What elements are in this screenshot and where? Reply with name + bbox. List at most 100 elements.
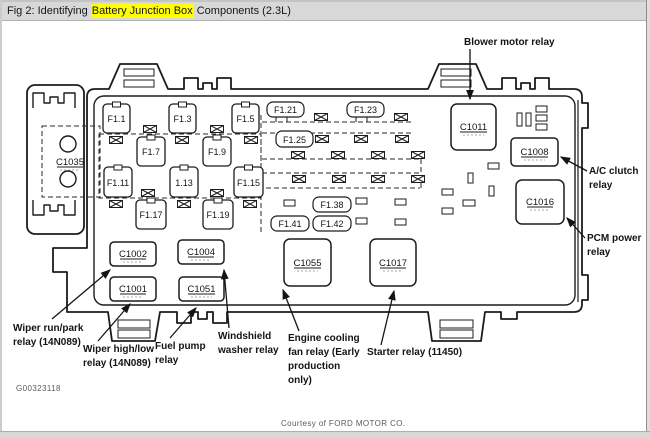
connector-c1035: C1035 <box>41 125 101 198</box>
connector-c1004: C1004 <box>177 239 225 265</box>
fuse-f1-7: F1.7 <box>136 134 166 167</box>
svg-text:Windshield: Windshield <box>218 331 271 342</box>
svg-text:F1.15: F1.15 <box>237 178 260 188</box>
left-mounting-bracket <box>26 84 85 235</box>
fuse-element-glyph <box>411 175 425 183</box>
svg-text:C1001: C1001 <box>119 284 147 295</box>
callout-arrows <box>51 49 588 346</box>
window-frame-right <box>646 0 647 438</box>
inner-enclosure <box>93 95 576 306</box>
svg-text:F1.11: F1.11 <box>107 178 129 188</box>
callout-starter-relay: Starter relay (11450) <box>367 347 462 358</box>
terminal-pad <box>462 199 476 207</box>
fuse-element-glyph <box>243 200 257 208</box>
fuse-f1-13: 1.13 <box>169 164 199 198</box>
connector-c1016: C1016 <box>515 179 565 225</box>
svg-text:F1.21: F1.21 <box>274 105 297 115</box>
svg-text:Engine cooling: Engine cooling <box>288 333 360 344</box>
fuse-f1-25: F1.25 <box>275 130 314 148</box>
fuse-element-glyph <box>109 200 123 208</box>
terminal-pad <box>283 199 296 207</box>
connector-c1002: C1002 <box>109 241 157 267</box>
fuse-element-glyph <box>177 200 191 208</box>
svg-text:Blower motor relay: Blower motor relay <box>464 37 555 48</box>
fuse-f1-1: F1.1 <box>102 101 131 134</box>
callout-ac-clutch-relay: A/C clutch relay <box>589 166 638 191</box>
arrow-fuel-pump-relay <box>169 307 197 339</box>
callout-fuel-pump-relay: Fuel pump relay <box>155 341 206 366</box>
svg-text:F1.23: F1.23 <box>354 105 377 115</box>
fuse-f1-41: F1.41 <box>270 215 310 232</box>
svg-text:F1.17: F1.17 <box>139 210 162 220</box>
svg-text:PCM power: PCM power <box>587 233 642 244</box>
svg-text:Fuel pump: Fuel pump <box>155 341 206 352</box>
callout-wiper-run-park-relay: Wiper run/park relay (14N089) <box>13 323 84 348</box>
terminal-pad <box>535 105 548 113</box>
svg-text:Wiper run/park: Wiper run/park <box>13 323 84 334</box>
terminal-pad <box>394 198 407 206</box>
arrow-windshield-washer-relay <box>220 268 230 329</box>
terminal-pad <box>535 114 548 122</box>
terminal-pad <box>394 218 407 226</box>
housing-outline <box>52 63 589 342</box>
svg-text:C1004: C1004 <box>187 247 215 258</box>
fuse-f1-15: F1.15 <box>233 164 264 198</box>
svg-text:relay (14N089): relay (14N089) <box>13 337 81 348</box>
fuse-element-glyph <box>371 151 385 159</box>
fuse-element-glyph <box>331 151 345 159</box>
svg-text:production: production <box>288 361 340 372</box>
credit-line: Courtesy of FORD MOTOR CO. <box>281 419 406 428</box>
terminal-pad <box>488 185 495 197</box>
fuse-f1-38: F1.38 <box>312 196 352 213</box>
svg-text:C1051: C1051 <box>188 284 216 295</box>
connector-c1055: C1055 <box>283 238 332 287</box>
fuse-element-glyph <box>411 151 425 159</box>
svg-text:C1016: C1016 <box>526 197 554 208</box>
svg-text:relay: relay <box>155 355 179 366</box>
fuse-element-glyph <box>395 135 409 143</box>
fuse-element-glyph <box>394 113 408 121</box>
terminal-pad <box>467 172 474 184</box>
fuse-element-glyph <box>175 136 189 144</box>
callout-pcm-power-relay: PCM power relay <box>587 233 642 258</box>
svg-text:F1.38: F1.38 <box>320 200 343 210</box>
fuse-element-glyph <box>210 189 224 197</box>
svg-text:fan relay (Early: fan relay (Early <box>288 347 360 358</box>
svg-text:1.13: 1.13 <box>175 178 193 188</box>
svg-text:F1.9: F1.9 <box>208 147 226 157</box>
svg-text:C1008: C1008 <box>521 147 549 158</box>
svg-text:C1055: C1055 <box>294 258 322 269</box>
svg-text:F1.1: F1.1 <box>107 114 125 124</box>
svg-text:Wiper high/low: Wiper high/low <box>83 344 154 355</box>
fuse-element-glyph <box>143 125 157 133</box>
terminal-pad <box>355 217 368 225</box>
fuse-f1-17: F1.17 <box>135 197 167 230</box>
svg-text:Starter relay (11450): Starter relay (11450) <box>367 347 462 358</box>
fuse-f1-9: F1.9 <box>202 134 232 167</box>
svg-text:F1.19: F1.19 <box>206 210 229 220</box>
fuse-f1-3: F1.3 <box>168 101 197 134</box>
arrow-pcm-power-relay <box>566 217 586 239</box>
mounting-slots <box>117 68 474 339</box>
fuse-element-glyph <box>371 175 385 183</box>
terminal-pad <box>355 197 368 205</box>
svg-text:relay: relay <box>587 247 611 258</box>
svg-text:C1002: C1002 <box>119 249 147 260</box>
svg-text:only): only) <box>288 375 312 386</box>
fuse-element-glyphs <box>109 105 548 226</box>
svg-text:C1035: C1035 <box>56 157 84 168</box>
fuse-f1-42: F1.42 <box>312 215 352 232</box>
window-frame-left <box>0 0 2 438</box>
fuse-f1-19: F1.19 <box>202 197 234 230</box>
callout-windshield-washer-relay: Windshield washer relay <box>217 331 279 356</box>
svg-text:F1.25: F1.25 <box>283 135 306 145</box>
window-frame-bottom <box>0 431 650 438</box>
fuse-element-glyph <box>292 175 306 183</box>
svg-text:F1.42: F1.42 <box>320 219 343 229</box>
svg-text:F1.3: F1.3 <box>173 114 191 124</box>
figure-title-highlight: Battery Junction Box <box>90 4 194 18</box>
terminal-pad <box>525 112 532 127</box>
terminal-pad <box>441 188 454 196</box>
